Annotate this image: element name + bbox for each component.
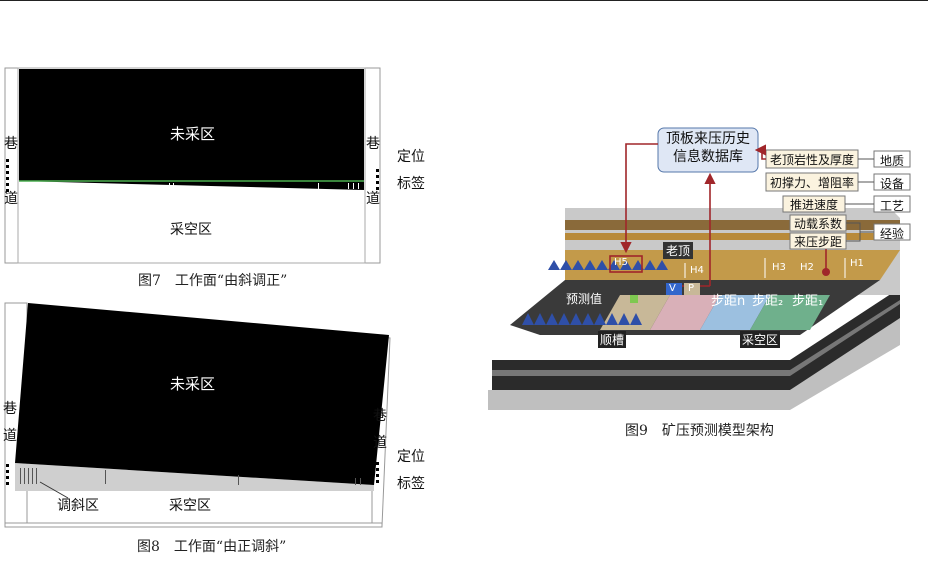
fig9-h4: H4 (690, 265, 704, 276)
fig9-goaf-label: 采空区 (740, 331, 781, 348)
fig8-left-markers (6, 464, 9, 485)
fig9-factor-2: 推进速度 (789, 198, 838, 212)
fig7-roadway-right-1: 巷 (366, 136, 380, 152)
fig8-roadway-left-1: 巷 (3, 401, 17, 417)
fig8-bottom-edge (4, 522, 383, 528)
fig7-left-markers (6, 159, 9, 192)
fig7-right-markers (376, 169, 379, 190)
fig9-step-n: 步距n (711, 294, 746, 309)
fig9-p: P (688, 283, 695, 294)
fig9-category-1: 设备 (879, 177, 904, 191)
fig9-step-pink (650, 295, 720, 330)
fig8-roadway-left-2: 道 (3, 428, 17, 444)
fig8-roadway-right-1: 巷 (373, 408, 387, 424)
fig7-roadway-left-2: 道 (4, 191, 18, 207)
fig9-diagram (488, 127, 911, 410)
fig8-roadway-right-2: 道 (373, 435, 387, 451)
fig9-v: V (669, 283, 676, 294)
fig8-caption: 图8 工作面“由正调斜” (137, 539, 287, 555)
fig9-category-3: 经验 (879, 227, 904, 241)
fig9-h-ticks (684, 258, 846, 278)
fig7-goaf-label: 采空区 (170, 222, 212, 238)
fig9-database-label: 顶板来压历史 信息数据库 (658, 130, 758, 166)
fig9-step-tan (600, 295, 670, 330)
fig8-locate-1: 定位 (397, 449, 425, 465)
fig9-supports (522, 260, 668, 325)
fig8-unmined-label: 未采区 (170, 375, 216, 393)
fig7-roadway-right-2: 道 (366, 191, 380, 207)
fig9-step-green (750, 295, 830, 330)
fig9-h2: H2 (800, 262, 814, 273)
fig9-factor-4: 来压步距 (793, 235, 842, 249)
fig8-adjust-pointer (39, 481, 69, 499)
fig8-adjust-zone (15, 463, 374, 491)
fig9-caption: 图9 矿压预测模型架构 (625, 423, 774, 439)
fig9-h3: H3 (772, 262, 786, 273)
fig9-h1: H1 (850, 258, 864, 269)
fig9-step-blue (700, 295, 770, 330)
fig9-v-box (666, 283, 682, 295)
fig7-roadway-lines (17, 67, 366, 264)
fig9-old-roof-label: 老顶 (663, 242, 694, 259)
fig8-right-markers (376, 462, 379, 483)
fig8-support-arrows (20, 468, 361, 485)
fig8-goaf-label: 采空区 (169, 498, 211, 514)
fig9-category-2: 工艺 (879, 199, 904, 213)
fig9-step-2: 步距₂ (752, 294, 784, 309)
fig8-locate-2: 标签 (397, 476, 425, 492)
fig7-support-arrows (169, 183, 359, 189)
fig9-red-dot (822, 268, 830, 276)
fig9-green-marker (630, 295, 638, 303)
fig7-diagram (4, 67, 381, 264)
fig9-floor-dark (492, 288, 900, 390)
fig8-diagram (4, 302, 391, 528)
top-rule (0, 0, 928, 1)
fig9-shuncao-label: 顺槽 (598, 331, 627, 348)
fig9-database-line2: 信息数据库 (673, 149, 743, 165)
fig7-unmined-label: 未采区 (170, 125, 216, 143)
fig9-p-box (684, 283, 700, 295)
fig9-factor-1: 初撑力、增阻率 (769, 176, 854, 190)
fig9-step-1: 步距₁ (792, 294, 824, 309)
fig9-category-0: 地质 (879, 154, 904, 168)
fig7-unmined-area (19, 69, 364, 190)
fig9-h5: H5 (614, 257, 628, 268)
fig9-factor-3: 动载系数 (793, 217, 842, 231)
fig7-caption: 图7 工作面“由斜调正” (138, 273, 288, 289)
fig9-strata-brown-1 (565, 220, 900, 230)
fig9-strata-brown-2 (565, 233, 900, 240)
fig8-adjust-label: 调斜区 (57, 498, 99, 514)
fig9-factor-0: 老顶岩性及厚度 (769, 153, 854, 167)
fig9-predicted-label: 预测值 (566, 292, 603, 306)
fig9-database-line1: 顶板来压历史 (666, 131, 750, 147)
fig8-unmined-area (15, 303, 389, 485)
fig7-locate-1: 定位 (397, 149, 425, 165)
fig7-roadway-left-1: 巷 (4, 136, 18, 152)
fig9-connectors (845, 158, 874, 242)
fig7-locate-2: 标签 (397, 176, 425, 192)
